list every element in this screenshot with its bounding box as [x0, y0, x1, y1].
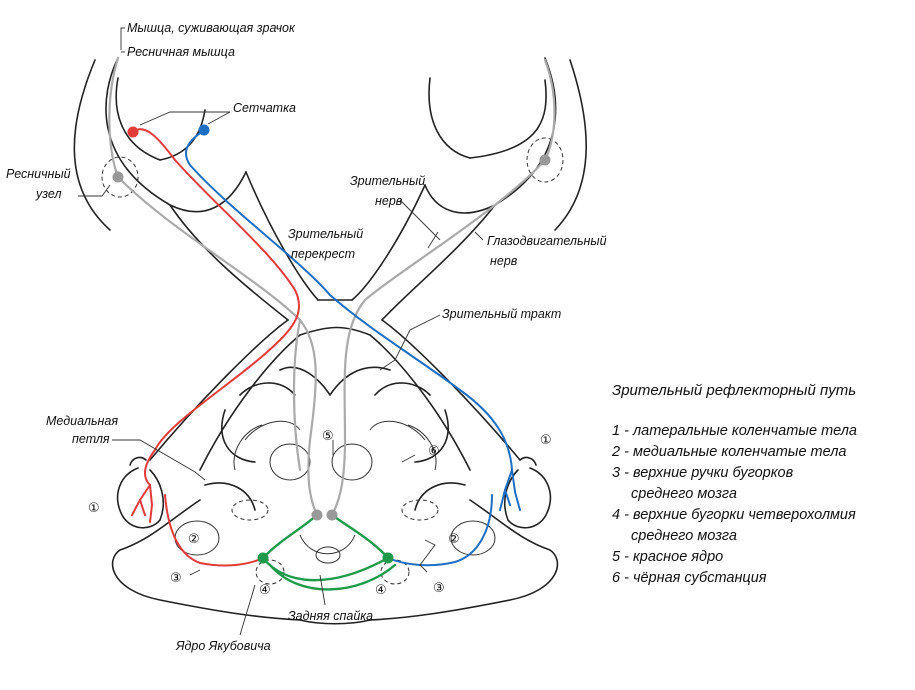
label-yakubovich-nucleus: Ядро Якубовича [175, 639, 271, 653]
legend-item-2: 2 - медиальные коленчатые тела [612, 444, 847, 460]
label-posterior-commissure: Задняя спайка [288, 609, 373, 623]
medial-geniculate-bodies [174, 520, 496, 556]
marker-6: ⑥ [428, 443, 440, 458]
legend-item-4-cont: среднего мозга [631, 528, 737, 544]
marker-2-right: ② [448, 531, 460, 546]
label-medial-lemniscus-line2: петля [72, 432, 110, 446]
oculomotor-pathways [108, 56, 556, 517]
legend-title: Зрительный рефлекторный путь [612, 382, 857, 399]
label-pupil-muscle: Мышца, суживающая зрачок [127, 21, 296, 35]
legend-item-4: 4 - верхние бугорки четверохолмия [612, 507, 856, 523]
red-pathway-to-pretectum [164, 494, 264, 567]
pathway-dots [112, 124, 551, 564]
marker-3-right: ③ [433, 580, 445, 595]
label-ciliary-muscle: Ресничная мышца [127, 45, 235, 59]
label-retina: Сетчатка [233, 101, 296, 115]
legend-item-3-cont: среднего мозга [631, 486, 737, 502]
label-ciliary-ganglion-line1: Ресничный [6, 167, 71, 181]
marker-1-right: ① [540, 432, 552, 447]
marker-5: ⑤ [322, 428, 334, 443]
left-eyeball [73, 57, 247, 231]
label-optic-nerve-line2: нерв [375, 194, 403, 208]
marker-4-left: ④ [259, 582, 271, 597]
dashed-nuclei [101, 137, 564, 585]
label-optic-nerve-line1: Зрительный [350, 174, 425, 188]
blue-pathway-to-pretectum [387, 494, 493, 567]
red-pathway [132, 128, 300, 486]
leader-lines [78, 27, 484, 636]
marker-4-right: ④ [375, 582, 387, 597]
label-optic-tract: Зрительный тракт [442, 307, 561, 321]
red-nuclei [269, 443, 373, 481]
label-optic-chiasm-line1: Зрительный [288, 227, 363, 241]
diagram-labels: Мышца, суживающая зрачок Ресничная мышца… [6, 21, 607, 653]
label-optic-chiasm-line2: перекрест [291, 247, 355, 261]
lgn-left-dendrites [131, 484, 153, 523]
aqueduct [299, 534, 356, 564]
legend: Зрительный рефлекторный путь 1 - латерал… [612, 382, 912, 589]
brainstem-outline [111, 366, 559, 625]
lgn-right-dendrites [499, 469, 521, 511]
label-ciliary-ganglion-line2: узел [35, 187, 62, 201]
numbered-markers: ① ① ② ② ③ ③ ④ ④ ⑤ ⑥ [88, 428, 552, 597]
marker-2-left: ② [188, 531, 200, 546]
marker-1-left: ① [88, 500, 100, 515]
right-eyeball [424, 57, 587, 231]
blue-pathway [185, 129, 513, 471]
label-oculomotor-nerve-line2: нерв [490, 254, 518, 268]
label-oculomotor-nerve-line1: Глазодвигательный [487, 234, 607, 248]
green-pretectal-pathway [261, 513, 397, 591]
chiasm-outline [149, 171, 521, 471]
legend-item-6: 6 - чёрная субстанция [612, 570, 767, 586]
legend-item-3: 3 - верхние ручки бугорков [612, 465, 794, 481]
marker-3-left: ③ [170, 570, 182, 585]
legend-item-5: 5 - красное ядро [612, 549, 724, 565]
label-medial-lemniscus-line1: Медиальная [46, 414, 118, 428]
substantia-nigra [233, 420, 437, 471]
legend-item-1: 1 - латеральные коленчатые тела [612, 423, 857, 439]
